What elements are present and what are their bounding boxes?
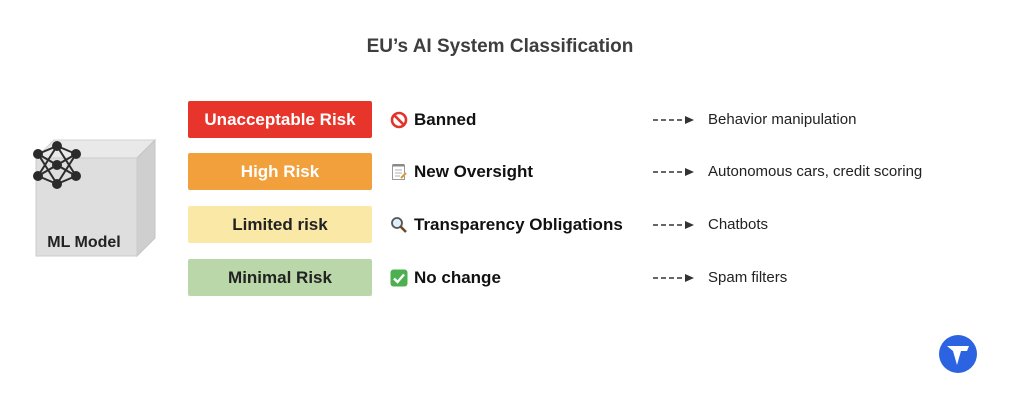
- outcome-banned: Banned: [390, 101, 476, 138]
- ml-model-cube: ML Model: [30, 138, 160, 260]
- example-text: Spam filters: [708, 269, 788, 286]
- outcome-label: Transparency Obligations: [414, 214, 623, 234]
- diagram-title: EU’s AI System Classification: [366, 36, 634, 57]
- prohibited-icon: [390, 111, 408, 129]
- risk-label: Limited risk: [232, 214, 328, 234]
- example-text: Chatbots: [708, 216, 769, 233]
- ml-model-label: ML Model: [47, 234, 121, 251]
- outcome-transparency-obligations: Transparency Obligations: [390, 206, 623, 243]
- risk-label: High Risk: [240, 161, 320, 181]
- outcome-label: New Oversight: [414, 161, 534, 181]
- magnifier-icon: [390, 216, 408, 234]
- dashed-arrow: [653, 259, 695, 296]
- example-text: Behavior manipulation: [708, 111, 857, 128]
- risk-level-high: High Risk: [188, 153, 372, 190]
- outcome-label: No change: [414, 267, 501, 287]
- risk-level-limited: Limited risk: [188, 206, 372, 243]
- risk-level-unacceptable: Unacceptable Risk: [188, 101, 372, 138]
- example-text: Autonomous cars, credit scoring: [708, 163, 923, 180]
- neural-network-icon: [33, 141, 81, 189]
- outcome-label: Banned: [414, 109, 477, 129]
- dashed-arrow: [653, 153, 695, 190]
- check-mark-icon: [390, 269, 408, 287]
- risk-level-minimal: Minimal Risk: [188, 259, 372, 296]
- risk-label: Unacceptable Risk: [204, 109, 356, 129]
- outcome-no-change: No change: [390, 259, 501, 296]
- dashed-arrow: [653, 101, 695, 138]
- outcome-new-oversight: New Oversight: [390, 153, 533, 190]
- notepad-icon: [390, 163, 408, 181]
- risk-label: Minimal Risk: [228, 267, 332, 287]
- brand-logo-icon: [938, 334, 978, 374]
- dashed-arrow: [653, 206, 695, 243]
